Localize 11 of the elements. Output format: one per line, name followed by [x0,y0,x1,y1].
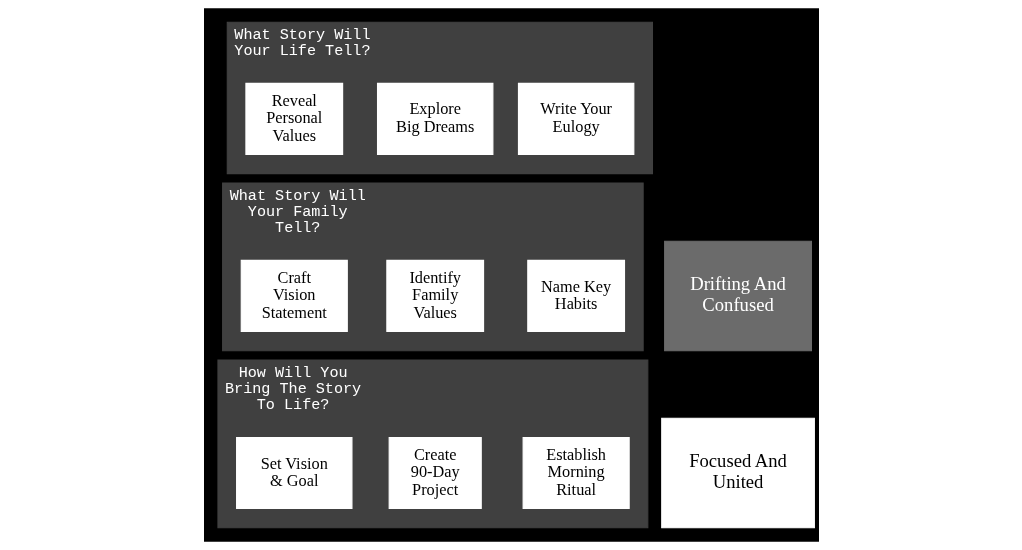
node-box: Establish Morning Ritual [522,436,630,510]
node-box: Explore Big Dreams [376,82,493,156]
node-box: Name Key Habits [526,259,625,333]
node-box: Write Your Eulogy [517,82,634,156]
node-box: Identify Family Values [385,259,484,333]
node-box: Craft Vision Statement [240,259,348,333]
node-box: Focused And United [660,417,815,529]
node-box: Create 90-Day Project [388,436,482,510]
node-box: Set Vision & Goal [235,436,352,510]
node-box: Reveal Personal Values [244,82,343,156]
node-box: Drifting And Confused [663,240,812,352]
